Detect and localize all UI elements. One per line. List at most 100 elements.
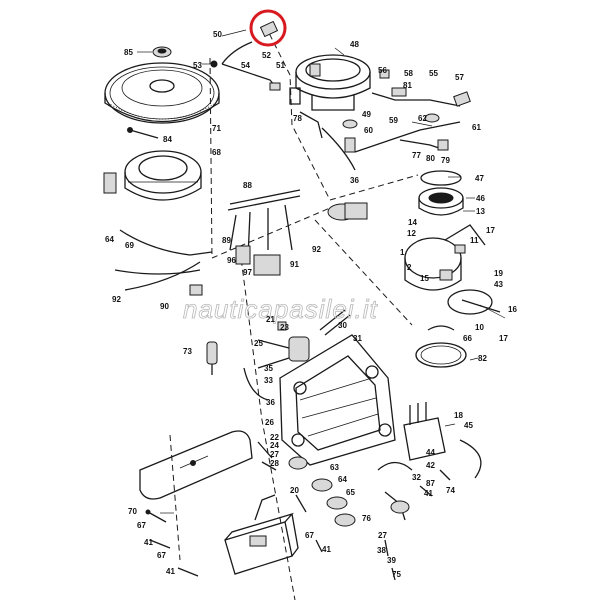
callout-97: 97 bbox=[243, 268, 252, 277]
callout-30: 30 bbox=[338, 321, 347, 330]
rectifier bbox=[403, 402, 446, 461]
callout-69: 69 bbox=[125, 241, 134, 250]
callout-71: 71 bbox=[212, 124, 221, 133]
stator-screw bbox=[127, 127, 159, 139]
spacers bbox=[288, 456, 356, 527]
callout-75: 75 bbox=[392, 570, 401, 579]
callout-87: 87 bbox=[426, 479, 435, 488]
timer-base bbox=[418, 170, 464, 216]
callout-41d: 41 bbox=[322, 545, 331, 554]
callout-76: 76 bbox=[362, 514, 371, 523]
callout-50: 50 bbox=[213, 30, 222, 39]
flywheel-nut bbox=[152, 46, 172, 58]
group-boundaries bbox=[169, 24, 419, 601]
callout-68: 68 bbox=[212, 148, 221, 157]
callout-91: 91 bbox=[290, 260, 299, 269]
callout-1: 1 bbox=[400, 248, 405, 257]
callout-52: 52 bbox=[262, 51, 271, 60]
callout-51: 51 bbox=[276, 61, 285, 70]
callout-19: 19 bbox=[494, 269, 503, 278]
callout-labels: 50 52 53 54 85 71 84 68 51 48 56 58 55 5… bbox=[105, 30, 517, 579]
highlighted-part-ring bbox=[249, 9, 287, 47]
callout-26: 26 bbox=[265, 418, 274, 427]
callout-89: 89 bbox=[222, 236, 231, 245]
cover bbox=[139, 430, 253, 500]
callout-leaders bbox=[137, 29, 506, 514]
coil-leads bbox=[371, 69, 471, 107]
callout-13: 13 bbox=[476, 207, 485, 216]
callout-67: 67 bbox=[137, 521, 146, 530]
callout-64: 64 bbox=[105, 235, 114, 244]
screws-and-clips bbox=[145, 441, 451, 581]
callout-38: 38 bbox=[377, 546, 386, 555]
callout-41c: 41 bbox=[166, 567, 175, 576]
callout-16: 16 bbox=[508, 305, 517, 314]
callout-92: 92 bbox=[312, 245, 321, 254]
callout-74: 74 bbox=[446, 486, 455, 495]
solenoid-switch bbox=[327, 202, 368, 221]
wiring-harness bbox=[114, 189, 301, 296]
callout-85: 85 bbox=[124, 48, 133, 57]
callout-67c: 67 bbox=[305, 531, 314, 540]
callout-23: 23 bbox=[280, 323, 289, 332]
secondary-leads bbox=[299, 111, 461, 171]
callout-60: 60 bbox=[364, 126, 373, 135]
callout-27: 27 bbox=[270, 450, 279, 459]
callout-25: 25 bbox=[254, 339, 263, 348]
callout-15: 15 bbox=[420, 274, 429, 283]
callout-78: 78 bbox=[293, 114, 302, 123]
seal-rings bbox=[415, 325, 467, 368]
callout-41: 41 bbox=[424, 489, 433, 498]
callout-17: 17 bbox=[486, 226, 495, 235]
callout-14: 14 bbox=[408, 218, 417, 227]
callout-41b: 41 bbox=[144, 538, 153, 547]
callout-81: 81 bbox=[403, 81, 412, 90]
callout-82: 82 bbox=[478, 354, 487, 363]
callout-39: 39 bbox=[387, 556, 396, 565]
callout-48: 48 bbox=[350, 40, 359, 49]
power-pack bbox=[243, 321, 310, 401]
terminal-block bbox=[377, 461, 413, 521]
callout-56: 56 bbox=[378, 66, 387, 75]
callout-47: 47 bbox=[475, 174, 484, 183]
callout-36b: 36 bbox=[266, 398, 275, 407]
callout-21: 21 bbox=[266, 315, 275, 324]
callout-55: 55 bbox=[429, 69, 438, 78]
callout-96: 96 bbox=[227, 256, 236, 265]
callout-46: 46 bbox=[476, 194, 485, 203]
callout-17b: 17 bbox=[499, 334, 508, 343]
callout-42: 42 bbox=[426, 461, 435, 470]
mounting-bracket bbox=[279, 309, 396, 466]
callout-27b: 27 bbox=[378, 531, 387, 540]
callout-2: 2 bbox=[407, 263, 412, 272]
distributor bbox=[404, 224, 501, 315]
callout-54: 54 bbox=[241, 61, 250, 70]
callout-53: 53 bbox=[193, 61, 202, 70]
callout-90: 90 bbox=[160, 302, 169, 311]
cd-module bbox=[224, 494, 299, 575]
callout-36: 36 bbox=[350, 176, 359, 185]
callout-33: 33 bbox=[264, 376, 273, 385]
callout-31: 31 bbox=[353, 334, 362, 343]
callout-49: 49 bbox=[362, 110, 371, 119]
callout-80: 80 bbox=[426, 154, 435, 163]
callout-20: 20 bbox=[290, 486, 299, 495]
callout-67b: 67 bbox=[157, 551, 166, 560]
callout-62: 62 bbox=[418, 114, 427, 123]
callout-22: 22 bbox=[270, 433, 279, 442]
callout-73: 73 bbox=[183, 347, 192, 356]
callout-88: 88 bbox=[243, 181, 252, 190]
callout-84: 84 bbox=[163, 135, 172, 144]
callout-92b: 92 bbox=[112, 295, 121, 304]
callout-28: 28 bbox=[270, 459, 279, 468]
callout-64b: 64 bbox=[338, 475, 347, 484]
callout-58: 58 bbox=[404, 69, 413, 78]
callout-65: 65 bbox=[346, 488, 355, 497]
callout-45: 45 bbox=[464, 421, 473, 430]
callout-61: 61 bbox=[472, 123, 481, 132]
callout-63: 63 bbox=[330, 463, 339, 472]
watermark-text: nauticapasilei.it bbox=[183, 294, 379, 324]
callout-10: 10 bbox=[475, 323, 484, 332]
callout-70: 70 bbox=[128, 507, 137, 516]
callout-18: 18 bbox=[454, 411, 463, 420]
